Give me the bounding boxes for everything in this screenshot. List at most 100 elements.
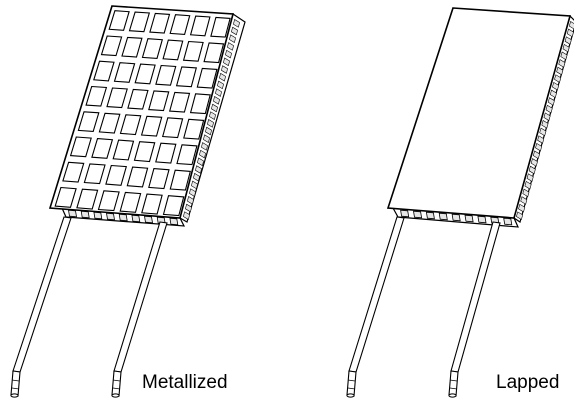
pellet [80,210,90,219]
pellet [530,158,538,167]
pellet [118,213,128,222]
pellet [185,203,192,213]
pellet [68,209,77,218]
metallized-pad [210,16,231,38]
pellet [526,173,534,182]
pellet [169,217,179,226]
pellet [554,74,562,83]
pellet [227,42,234,51]
metallized-pad [141,38,164,59]
pellet [215,88,222,97]
lead-wire-right [448,221,501,398]
metallized-pad [85,85,108,107]
pellet [566,28,574,38]
pellet [541,120,549,129]
metallized-pad [203,42,225,64]
metallized-pad [169,169,191,191]
pellet [131,214,141,223]
pellet [438,212,448,221]
pellet [477,215,487,224]
pellet [187,196,194,205]
pellet [503,217,513,226]
metallized-pad [168,91,191,113]
pellet [217,80,224,90]
metallized-pad [91,138,114,159]
pellet [532,150,540,160]
pellet [219,72,226,82]
metallized-pad [162,195,185,217]
pellet [545,104,553,114]
metallized-pad [93,60,115,82]
metallized-pad [108,10,130,31]
lead-wire-right [111,221,168,398]
pellet [199,149,206,159]
pellet [197,157,204,167]
pellet [518,203,526,213]
pellet [524,180,532,190]
pellet [225,49,232,59]
metallized-pad [98,112,121,134]
metallized-pad [196,67,218,89]
metallized-pad [176,144,198,166]
pellet [400,209,410,218]
pellet [195,165,202,174]
metallized-pad [119,114,142,136]
pellet [520,196,528,205]
pellet [547,97,555,106]
metallized-pad [161,117,184,139]
metallized-pad [54,186,77,208]
metallized-pad [106,87,128,109]
metallized-pad [126,166,149,188]
metallized-pad [128,11,151,33]
pellet [564,36,572,45]
metallized-pad [155,142,177,164]
metallized-pad [148,168,170,190]
metallized-pad [69,136,92,158]
metallized-pad [83,163,106,185]
pellet [229,34,236,43]
pellet-column [183,19,240,220]
metallized-pad [169,14,191,35]
metallized-pad [127,88,149,110]
pellet [552,81,560,91]
metallized-pad [141,193,163,215]
pellet [193,172,200,182]
lapped-module [346,7,574,398]
pellet [233,19,240,28]
pellet [106,212,115,221]
pellet [211,103,218,113]
pellet [203,134,210,143]
pellet [549,89,557,99]
pellet [522,188,530,198]
metallized-pad [105,164,128,186]
top-plate [386,7,572,219]
pellet [558,59,566,68]
metallized-pad [97,190,120,212]
pellet [464,214,474,223]
metallized-pad [182,40,204,62]
lead-wire-left [346,216,405,398]
caption-metallized: Metallized [142,372,228,393]
metallized-pad [113,62,136,83]
metallized-pad [100,35,123,57]
metallized-pad [189,93,211,115]
pellet [144,215,153,224]
metallized-pad [140,115,163,137]
pellet [560,51,568,61]
pellet [191,180,198,190]
metallized-pad [133,141,156,163]
metallized-pad [155,64,177,86]
pellet [516,211,524,220]
pellet [213,96,220,105]
metallized-pad [76,188,99,210]
metallized-pad [189,15,211,37]
pellet [207,119,214,128]
pellet [556,66,564,76]
metallized-module [10,5,246,398]
metallized-pad [175,66,198,88]
pellet [205,126,212,136]
metallized-pad [62,161,85,183]
pellet [562,43,570,53]
pellet [425,211,435,220]
